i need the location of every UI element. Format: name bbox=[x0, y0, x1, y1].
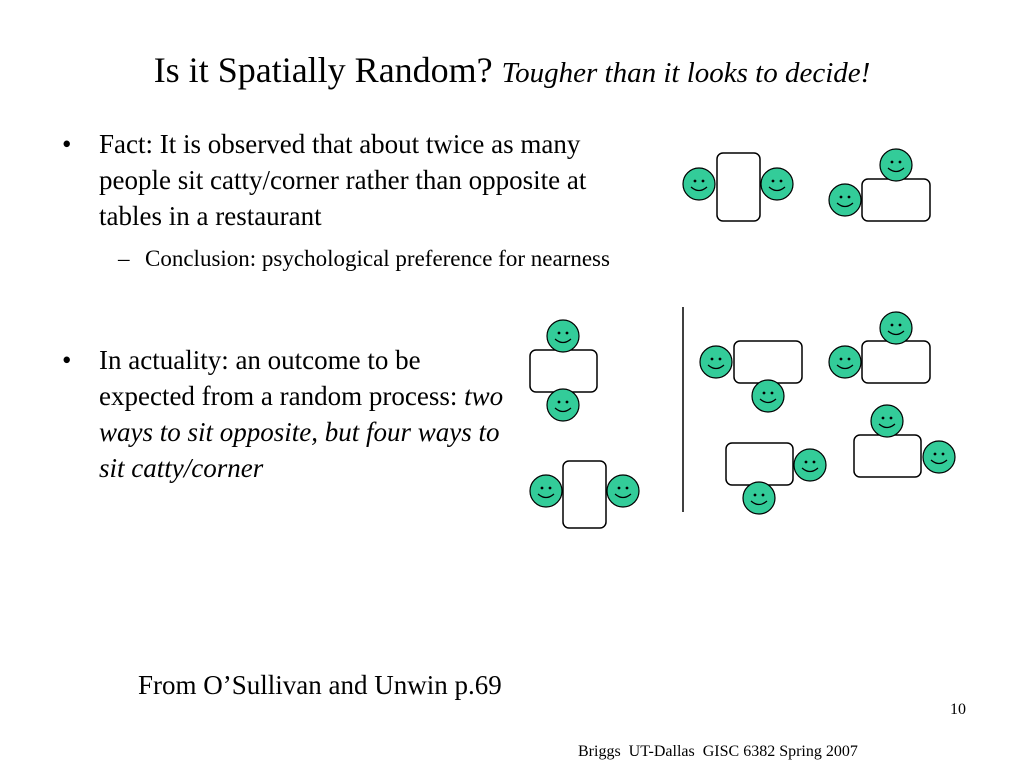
smiley-face-icon bbox=[742, 481, 776, 515]
table-rectangle bbox=[716, 152, 761, 222]
table-rectangle bbox=[853, 434, 922, 478]
sub-bullet-dash: – bbox=[118, 246, 130, 271]
bullet-dot: • bbox=[62, 129, 72, 159]
smiley-face-icon bbox=[546, 388, 580, 422]
smiley-face-icon bbox=[546, 319, 580, 353]
table-rectangle bbox=[562, 460, 607, 529]
slide-number: 10 bbox=[950, 701, 966, 718]
smiley-face-icon bbox=[870, 404, 904, 438]
footer-text: Briggs UT-Dallas GISC 6382 Spring 2007 bbox=[578, 743, 858, 760]
smiley-face-icon bbox=[699, 345, 733, 379]
smiley-face-icon bbox=[922, 440, 956, 474]
bullet-dot: • bbox=[62, 345, 72, 375]
smiley-face-icon bbox=[760, 167, 794, 201]
table-rectangle bbox=[861, 178, 931, 222]
smiley-face-icon bbox=[828, 183, 862, 217]
bullet-actuality-italic: two ways to sit opposite, but four ways … bbox=[99, 381, 504, 483]
bullet-fact-text: Fact: It is observed that about twice as… bbox=[99, 129, 587, 231]
bullet-actuality-text: In actuality: an outcome to be expected … bbox=[99, 342, 511, 486]
smiley-face-icon bbox=[529, 474, 563, 508]
table-rectangle bbox=[725, 442, 794, 486]
title-subtitle: Tougher than it looks to decide! bbox=[501, 57, 871, 89]
smiley-face-icon bbox=[793, 448, 827, 482]
table-rectangle bbox=[861, 340, 931, 384]
smiley-face-icon bbox=[682, 167, 716, 201]
smiley-face-icon bbox=[828, 345, 862, 379]
bullet-actuality-plain: In actuality: an outcome to be expected … bbox=[99, 345, 465, 411]
table-rectangle bbox=[529, 349, 598, 393]
slide-title: Is it Spatially Random? Tougher than it … bbox=[0, 48, 1024, 95]
title-main: Is it Spatially Random? bbox=[153, 50, 502, 90]
smiley-face-icon bbox=[751, 379, 785, 413]
sub-bullet-conclusion-text: Conclusion: psychological preference for… bbox=[145, 246, 610, 271]
smiley-face-icon bbox=[606, 474, 640, 508]
smiley-face-icon bbox=[879, 311, 913, 345]
source-citation: From O’Sullivan and Unwin p.69 bbox=[138, 670, 502, 700]
table-rectangle bbox=[733, 340, 803, 384]
smiley-face-icon bbox=[879, 148, 913, 182]
